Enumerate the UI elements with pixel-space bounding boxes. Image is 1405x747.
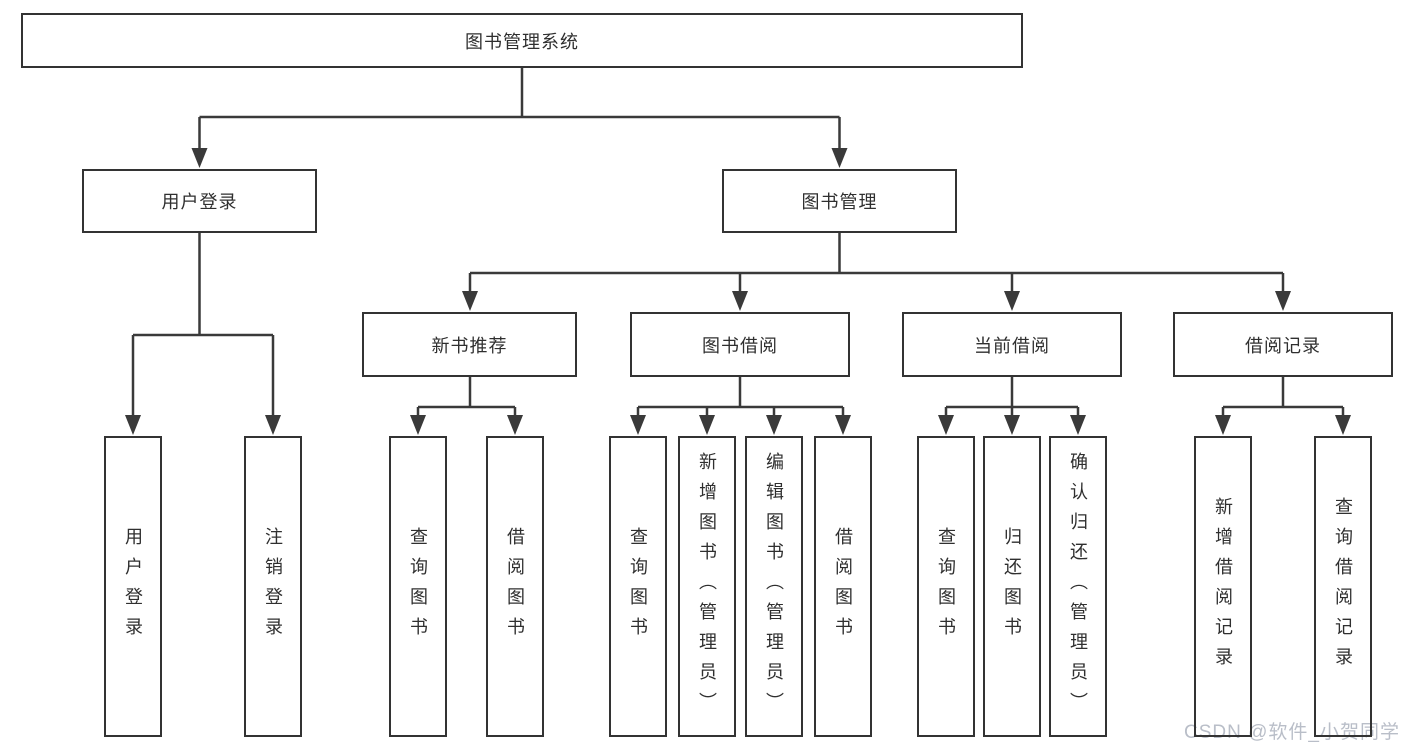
node-label: 查询图书 [936,526,956,647]
node-label: 图书管理系统 [465,31,579,52]
node-user-login: 用户登录 [82,169,317,233]
node-label: 新增图书（管理员） [697,451,717,722]
node-label: 确认归还（管理员） [1068,451,1088,722]
leaf-query-books-borrowing: 查询图书 [609,436,667,737]
node-label: 借阅记录 [1245,335,1321,356]
leaf-query-borrow-record: 查询借阅记录 [1314,436,1372,737]
leaf-borrow-books-borrowing: 借阅图书 [814,436,872,737]
node-label: 图书借阅 [702,335,778,356]
leaf-add-borrow-record: 新增借阅记录 [1194,436,1252,737]
node-system-root: 图书管理系统 [21,13,1023,68]
node-label: 用户登录 [161,192,238,212]
node-label: 新增借阅记录 [1213,496,1233,677]
node-label: 借阅图书 [833,526,853,647]
node-label: 图书管理 [801,192,878,212]
node-book-management: 图书管理 [722,169,957,233]
leaf-add-book-admin: 新增图书（管理员） [678,436,736,737]
node-label: 编辑图书（管理员） [764,451,784,722]
node-current-borrowing: 当前借阅 [902,312,1122,377]
node-label: 查询借阅记录 [1333,496,1353,677]
node-label: 注销登录 [263,526,283,647]
leaf-edit-book-admin: 编辑图书（管理员） [745,436,803,737]
node-label: 归还图书 [1002,526,1022,647]
csdn-watermark: CSDN @软件_小贺同学 [1184,722,1400,743]
leaf-query-books-current: 查询图书 [917,436,975,737]
node-label: 新书推荐 [431,335,508,356]
leaf-borrow-books-recommend: 借阅图书 [486,436,544,737]
leaf-logout: 注销登录 [244,436,302,737]
node-label: 当前借阅 [974,335,1050,356]
leaf-user-login: 用户登录 [104,436,162,737]
node-label: 查询图书 [408,526,428,647]
node-new-book-recommend: 新书推荐 [362,312,577,377]
node-book-borrowing: 图书借阅 [630,312,850,377]
node-borrowing-records: 借阅记录 [1173,312,1393,377]
leaf-confirm-return-admin: 确认归还（管理员） [1049,436,1107,737]
node-label: 查询图书 [628,526,648,647]
node-label: 用户登录 [123,526,143,647]
node-label: 借阅图书 [505,526,525,647]
leaf-query-books-recommend: 查询图书 [389,436,447,737]
leaf-return-book: 归还图书 [983,436,1041,737]
